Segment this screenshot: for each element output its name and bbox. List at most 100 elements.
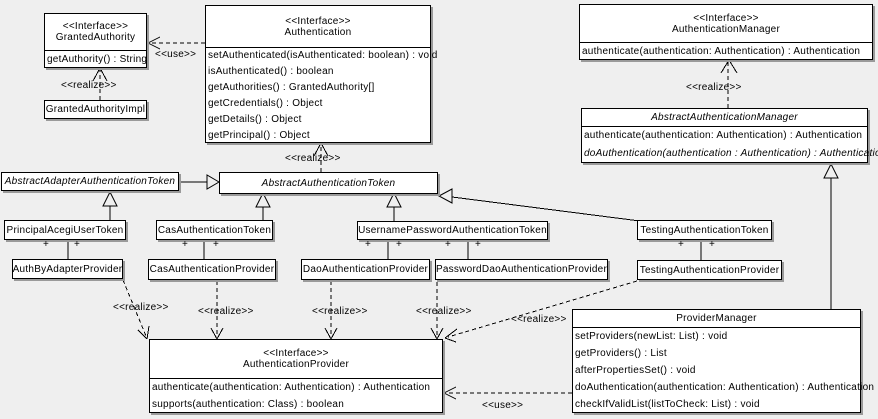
realize-label: <<realize>> xyxy=(61,80,117,91)
use-label: <<use>> xyxy=(155,49,197,60)
class-name: PasswordDaoAuthenticationProvider xyxy=(435,264,608,275)
edge-realize-passworddao-provider-to-authentication-provider xyxy=(430,282,444,340)
class-name: UsernamePasswordAuthenticationToken xyxy=(358,225,547,236)
class-box-authentication[interactable]: <<Interface>> Authentication setAuthenti… xyxy=(205,5,438,144)
association-plus: + xyxy=(445,239,452,250)
realize-label: <<realize>> xyxy=(686,82,742,93)
method: setAuthenticated(isAuthenticated: boolea… xyxy=(208,50,438,61)
class-title: <<Interface>> GrantedAuthority xyxy=(45,14,146,50)
class-name: AuthByAdapterProvider xyxy=(12,263,123,275)
class-box-abstract-authentication-manager[interactable]: AbstractAuthenticationManager authentica… xyxy=(581,108,878,163)
association-plus: + xyxy=(213,239,220,250)
class-name: CasAuthenticationProvider xyxy=(149,264,275,275)
method: doAuthentication(authentication : Authen… xyxy=(584,148,878,159)
class-title: <<Interface>> AuthenticationProvider xyxy=(150,340,442,378)
stereotype: <<Interface>> xyxy=(693,12,759,24)
class-name: AuthenticationProvider xyxy=(242,359,350,370)
class-title: AbstractAuthenticationManager xyxy=(582,109,867,126)
class-box-principal-acegi-user-token[interactable]: PrincipalAcegiUserToken xyxy=(4,220,126,240)
class-box-authentication-provider[interactable]: <<Interface>> AuthenticationProvider aut… xyxy=(149,339,443,413)
edge-realize-dao-provider-to-authentication-provider xyxy=(324,281,338,340)
method: getAuthorities() : GrantedAuthority[] xyxy=(208,82,375,93)
association-plus: + xyxy=(74,239,81,250)
class-name: DaoAuthenticationProvider xyxy=(302,264,429,275)
edge-use-provider-manager-to-authentication-provider xyxy=(443,386,572,400)
association-plus: + xyxy=(475,239,482,250)
class-name: CasAuthenticationToken xyxy=(157,224,272,236)
realize-label: <<realize>> xyxy=(511,314,567,325)
edge-generalization-cas-token-to-abstract-token xyxy=(255,191,271,220)
realize-label: <<realize>> xyxy=(312,306,368,317)
edge-generalization-principal-to-abstract-adapter-token xyxy=(102,190,118,220)
method: authenticate(authentication: Authenticat… xyxy=(152,382,431,393)
method: doAuthentication(authentication: Authent… xyxy=(575,382,875,393)
class-box-authentication-manager[interactable]: <<Interface>> AuthenticationManager auth… xyxy=(579,4,873,60)
edge-realize-testing-provider-to-authentication-provider xyxy=(444,280,638,343)
edge-use-authentication-to-granted-authority xyxy=(147,36,205,50)
class-title: ProviderManager xyxy=(573,310,860,327)
method: authenticate(authentication: Authenticat… xyxy=(584,130,863,141)
class-name: PrincipalAcegiUserToken xyxy=(6,224,124,236)
stereotype: <<Interface>> xyxy=(62,21,129,32)
association-plus: + xyxy=(709,239,716,250)
edge-realize-abstract-manager-to-authentication-manager xyxy=(720,59,738,108)
class-name: GrantedAuthorityImpl xyxy=(45,104,146,115)
stereotype: <<Interface>> xyxy=(285,15,351,27)
methods-compartment: authenticate(authentication: Authenticat… xyxy=(150,378,442,413)
class-name: AuthenticationManager xyxy=(671,23,781,35)
class-name: AbstractAuthenticationManager xyxy=(651,112,798,123)
method: getDetails() : Object xyxy=(208,114,302,125)
class-name: TestingAuthenticationProvider xyxy=(639,264,780,276)
class-box-testing-authentication-provider[interactable]: TestingAuthenticationProvider xyxy=(637,260,782,280)
realize-label: <<realize>> xyxy=(113,302,169,313)
edge-realize-granted-authority-impl xyxy=(92,67,108,100)
association-plus: + xyxy=(396,239,403,250)
methods-compartment: getAuthority() : String xyxy=(45,50,148,68)
use-label: <<use>> xyxy=(482,400,524,411)
edge-realize-cas-provider-to-authentication-provider xyxy=(210,281,224,340)
edge-generalization-abstract-adapter-token-to-abstract-token xyxy=(179,174,220,190)
method: checkIfValidList(listToCheck: List) : vo… xyxy=(575,399,760,410)
edge-generalization-provider-manager-to-abstract-authentication-manager xyxy=(823,162,839,309)
methods-compartment: setProviders(newList: List) : void getPr… xyxy=(573,327,875,413)
class-name: Authentication xyxy=(284,26,352,38)
realize-label: <<realize>> xyxy=(285,153,341,164)
class-box-password-dao-authentication-provider[interactable]: PasswordDaoAuthenticationProvider xyxy=(435,259,608,280)
edge-realize-abstract-token-to-authentication xyxy=(313,142,329,172)
edge-generalization-usernamepassword-token-to-abstract-token xyxy=(386,191,402,221)
class-box-cas-authentication-token[interactable]: CasAuthenticationToken xyxy=(156,220,273,240)
class-box-granted-authority-impl[interactable]: GrantedAuthorityImpl xyxy=(44,100,147,119)
edge-realize-authbyadapter-to-authentication-provider xyxy=(122,279,150,340)
method: authenticate(authentication: Authenticat… xyxy=(582,46,861,57)
method: supports(authentication: Class) : boolea… xyxy=(152,399,345,410)
class-box-abstract-adapter-authentication-token[interactable]: AbstractAdapterAuthenticationToken xyxy=(1,172,179,191)
realize-label: <<realize>> xyxy=(198,306,254,317)
realize-label: <<realize>> xyxy=(416,306,472,317)
class-box-provider-manager[interactable]: ProviderManager setProviders(newList: Li… xyxy=(572,309,875,413)
class-name: ProviderManager xyxy=(676,313,757,324)
class-box-granted-authority[interactable]: <<Interface>> GrantedAuthority getAuthor… xyxy=(44,13,147,68)
method: afterPropertiesSet() : void xyxy=(575,365,696,376)
class-box-abstract-authentication-token[interactable]: AbstractAuthenticationToken xyxy=(219,172,438,194)
class-box-cas-authentication-provider[interactable]: CasAuthenticationProvider xyxy=(148,259,276,280)
class-title: <<Interface>> Authentication xyxy=(206,6,430,47)
method: getAuthority() : String xyxy=(47,54,148,65)
class-box-auth-by-adapter-provider[interactable]: AuthByAdapterProvider xyxy=(12,259,123,279)
methods-compartment: authenticate(authentication: Authenticat… xyxy=(582,126,878,163)
edge-generalization-testing-token-to-abstract-token xyxy=(437,188,641,222)
class-name: GrantedAuthority xyxy=(55,32,136,43)
class-title: <<Interface>> AuthenticationManager xyxy=(580,5,872,42)
association-plus: + xyxy=(678,239,685,250)
class-box-testing-authentication-token[interactable]: TestingAuthenticationToken xyxy=(637,220,772,240)
class-box-username-password-authentication-token[interactable]: UsernamePasswordAuthenticationToken xyxy=(357,221,548,240)
method: getProviders() : List xyxy=(575,348,667,359)
method: getPrincipal() : Object xyxy=(208,130,310,141)
class-name: AbstractAuthenticationToken xyxy=(261,177,396,189)
class-box-dao-authentication-provider[interactable]: DaoAuthenticationProvider xyxy=(301,259,430,280)
association-plus: + xyxy=(365,239,372,250)
method: setProviders(newList: List) : void xyxy=(575,331,728,342)
methods-compartment: setAuthenticated(isAuthenticated: boolea… xyxy=(206,47,438,144)
method: getCredentials() : Object xyxy=(208,98,323,109)
